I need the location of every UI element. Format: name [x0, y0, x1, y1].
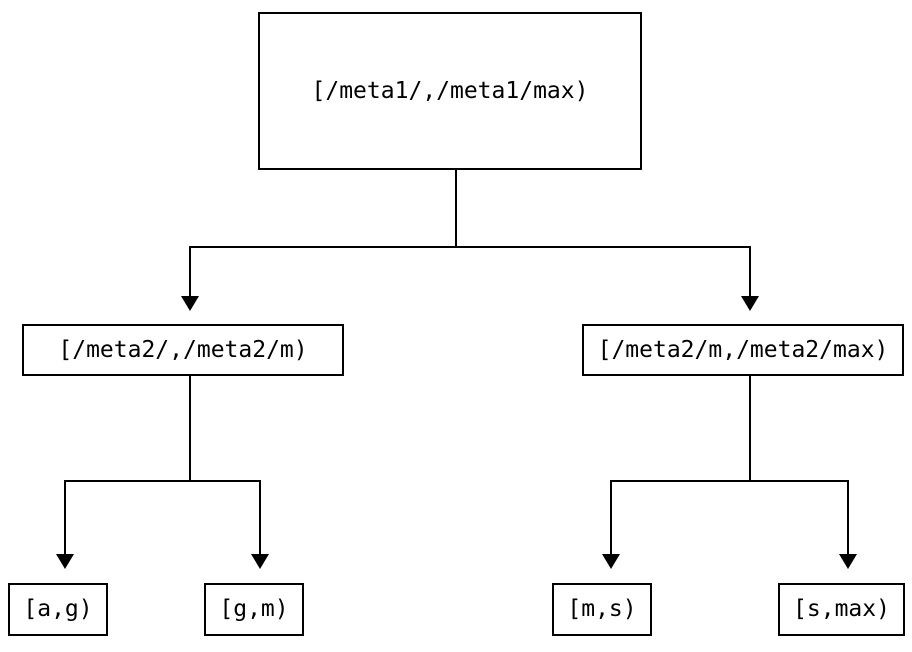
arrow-down-icon	[839, 554, 857, 569]
node-leaf-ag: [a,g)	[8, 583, 108, 636]
node-leaf-smax: [s,max)	[778, 583, 905, 636]
edge-right-drop-ms	[610, 480, 612, 556]
edge-left-stem	[189, 376, 191, 482]
edge-right-crossbar	[610, 480, 849, 482]
edge-left-drop-ag	[64, 480, 66, 556]
node-leaf-ms-label: [m,s)	[567, 596, 637, 622]
node-right-label: [/meta2/m,/meta2/max)	[597, 336, 889, 363]
node-root: [/meta1/,/meta1/max)	[258, 12, 642, 170]
arrow-down-icon	[181, 296, 199, 311]
edge-root-right-drop	[749, 246, 751, 298]
edge-root-crossbar	[189, 246, 751, 248]
node-left-label: [/meta2/,/meta2/m)	[58, 336, 308, 363]
node-right: [/meta2/m,/meta2/max)	[582, 324, 904, 376]
edge-right-stem	[749, 376, 751, 482]
edge-root-left-drop	[189, 246, 191, 298]
edge-root-stem	[455, 170, 457, 248]
edge-right-drop-smax	[847, 480, 849, 556]
edge-left-crossbar	[64, 480, 261, 482]
arrow-down-icon	[251, 554, 269, 569]
arrow-down-icon	[602, 554, 620, 569]
node-left: [/meta2/,/meta2/m)	[22, 324, 344, 376]
arrow-down-icon	[741, 296, 759, 311]
node-leaf-ms: [m,s)	[552, 583, 652, 636]
node-leaf-gm-label: [g,m)	[219, 596, 289, 622]
node-leaf-gm: [g,m)	[204, 583, 304, 636]
node-leaf-ag-label: [a,g)	[23, 596, 93, 622]
node-leaf-smax-label: [s,max)	[793, 596, 890, 622]
edge-left-drop-gm	[259, 480, 261, 556]
arrow-down-icon	[56, 554, 74, 569]
node-root-label: [/meta1/,/meta1/max)	[311, 77, 589, 104]
